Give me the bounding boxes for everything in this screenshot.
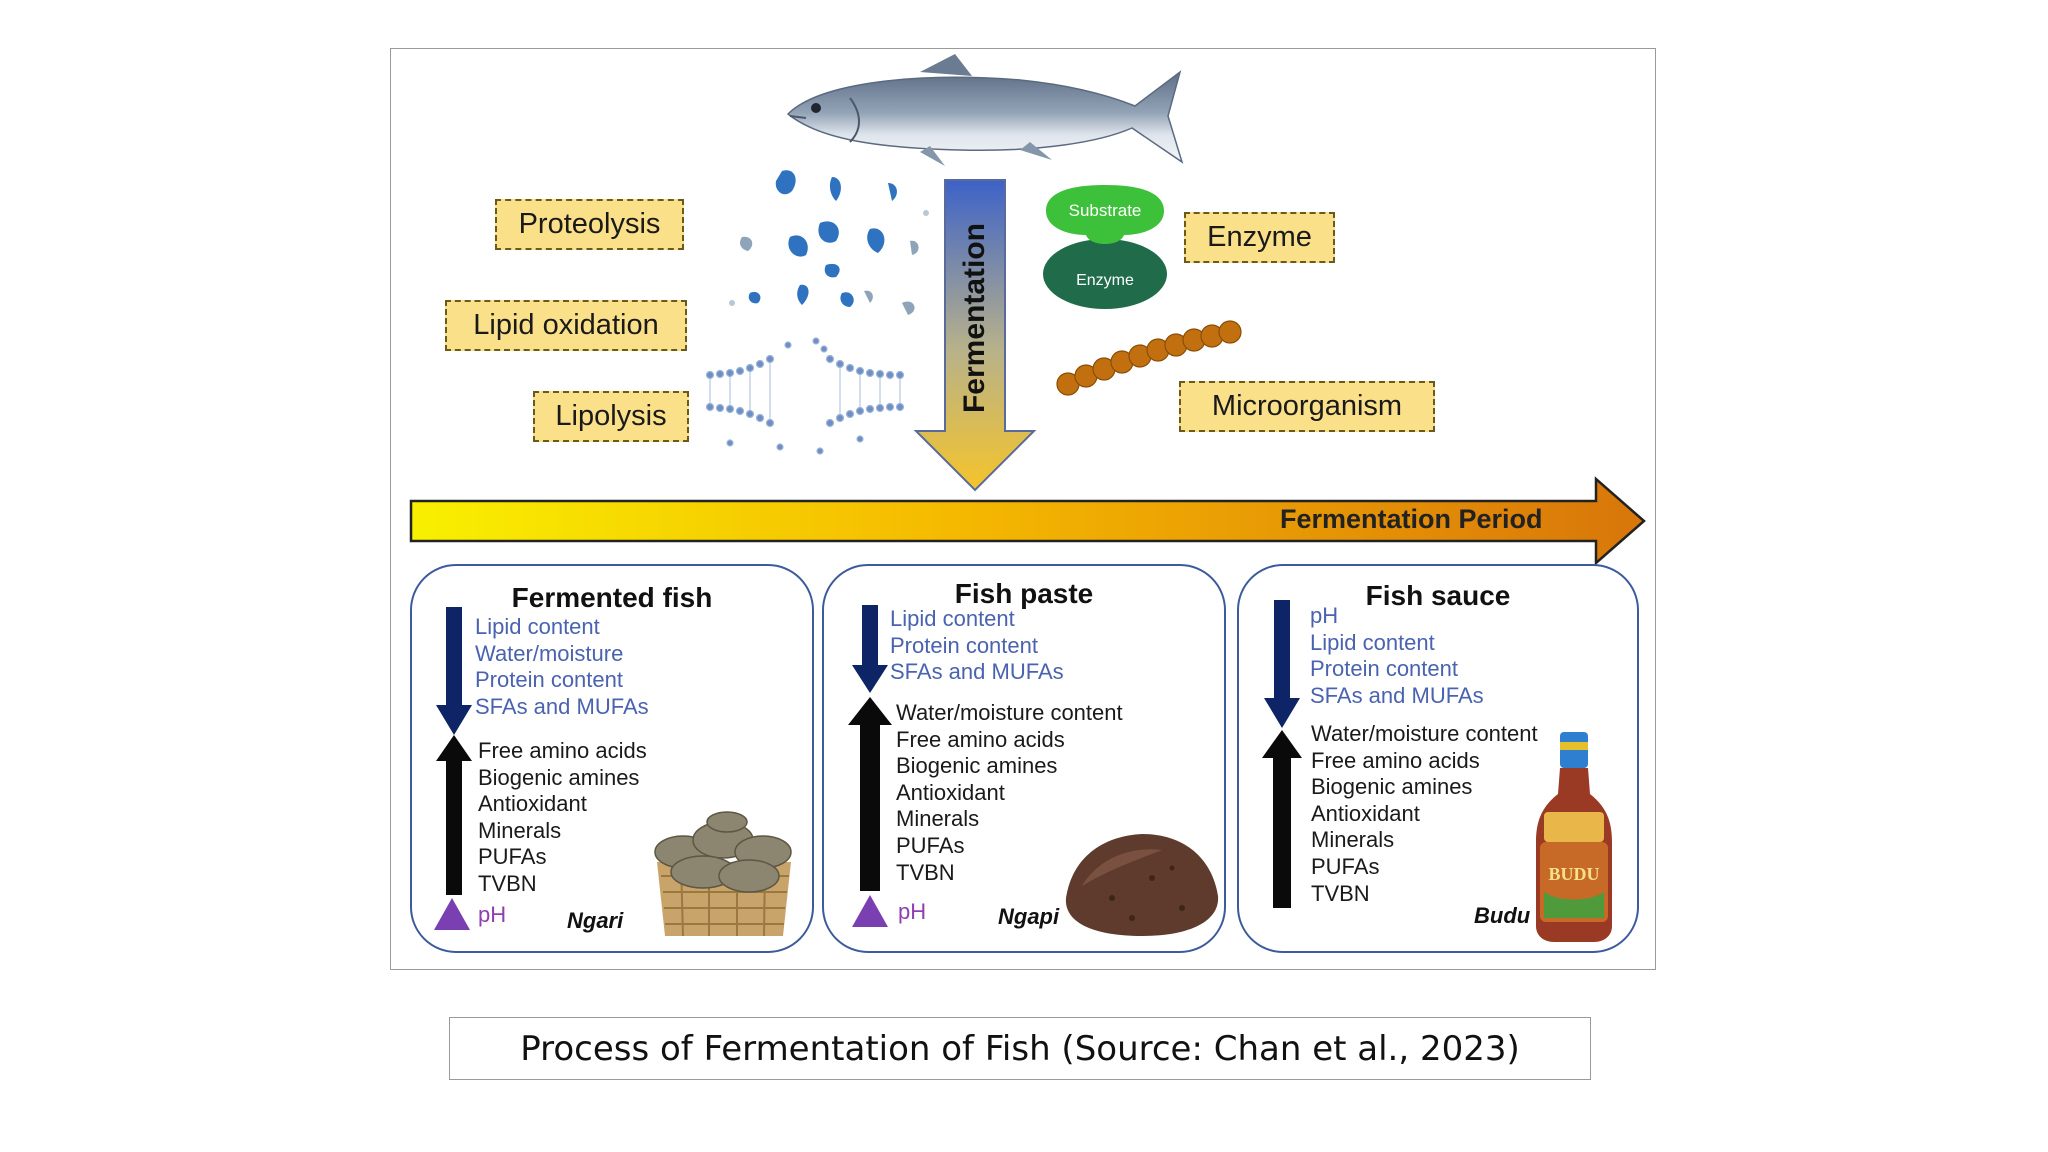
label-lipolysis: Lipolysis xyxy=(533,391,689,442)
protein-fragments-icon xyxy=(729,170,929,315)
fermentation-period-label: Fermentation Period xyxy=(1280,504,1543,534)
sauce-bottle-icon: BUDU xyxy=(1536,732,1612,942)
product-example-name: Budu xyxy=(1474,903,1531,928)
increase-list: Free amino acids Biogenic amines Antioxi… xyxy=(478,738,647,898)
label-lipid-oxidation: Lipid oxidation xyxy=(445,300,687,351)
fermentation-label: Fermentation xyxy=(958,222,991,414)
microorganism-chain-icon xyxy=(1056,320,1242,396)
increase-item: Antioxidant xyxy=(478,791,587,817)
decrease-list: Lipid content Protein content SFAs and M… xyxy=(890,606,1064,686)
increase-item: Antioxidant xyxy=(1311,800,1420,826)
increase-item: Biogenic amines xyxy=(478,764,640,790)
increase-item: Water/moisture content xyxy=(1311,721,1538,746)
decrease-item: Protein content xyxy=(890,632,1038,658)
label-proteolysis: Proteolysis xyxy=(495,199,684,250)
dried-fish-basket-icon xyxy=(654,811,792,937)
label-enzyme: Enzyme xyxy=(1184,212,1335,263)
increase-item: Free amino acids xyxy=(478,738,647,763)
increase-list: Water/moisture content Free amino acids … xyxy=(896,700,1123,886)
label-microorganism: Microorganism xyxy=(1179,381,1435,432)
enzyme-icon-label: Enzyme xyxy=(1076,272,1134,289)
decrease-arrow xyxy=(436,607,472,735)
increase-item: Biogenic amines xyxy=(1311,774,1473,800)
decrease-item: Lipid content xyxy=(1310,629,1435,655)
decrease-arrow xyxy=(1264,600,1300,728)
ph-label: pH xyxy=(478,902,507,927)
increase-list: Water/moisture content Free amino acids … xyxy=(1311,721,1538,907)
decrease-item: Protein content xyxy=(1310,656,1458,682)
increase-item: TVBN xyxy=(1311,880,1370,906)
increase-item: Free amino acids xyxy=(896,726,1065,752)
decrease-item: SFAs and MUFAs xyxy=(475,693,649,719)
lipid-bilayer-icon xyxy=(705,337,905,455)
increase-item: PUFAs xyxy=(896,832,965,858)
decrease-item: Lipid content xyxy=(890,606,1015,631)
increase-arrow xyxy=(1262,730,1302,908)
product-title: Fermented fish xyxy=(511,582,713,613)
decrease-arrow xyxy=(852,605,888,693)
increase-item: Water/moisture content xyxy=(896,700,1123,725)
decrease-list: pH Lipid content Protein content SFAs an… xyxy=(1310,603,1484,709)
increase-arrow xyxy=(848,697,892,891)
decrease-list: Lipid content Water/moisture Protein con… xyxy=(475,614,649,720)
decrease-item: pH xyxy=(1310,603,1339,628)
fermentation-arrow xyxy=(913,179,1037,492)
increase-item: PUFAs xyxy=(478,844,547,870)
substrate-icon-label: Substrate xyxy=(1069,201,1142,220)
decrease-item: SFAs and MUFAs xyxy=(890,659,1064,685)
product-example-name: Ngari xyxy=(567,908,624,933)
increase-item: PUFAs xyxy=(1311,853,1380,879)
increase-item: TVBN xyxy=(896,859,955,885)
product-title: Fish sauce xyxy=(1365,580,1511,611)
increase-item: Minerals xyxy=(478,817,562,843)
increase-item: Free amino acids xyxy=(1311,747,1480,773)
ph-increase-triangle-icon xyxy=(852,895,888,927)
increase-item: TVBN xyxy=(478,870,537,896)
decrease-item: Water/moisture xyxy=(475,640,624,666)
substrate-enzyme-icon: Substrate Enzyme xyxy=(1043,185,1167,309)
figure-caption: Process of Fermentation of Fish (Source:… xyxy=(449,1017,1591,1080)
bottle-label-text: BUDU xyxy=(1548,864,1599,884)
ph-increase-triangle-icon xyxy=(434,898,470,930)
increase-item: Minerals xyxy=(1311,827,1395,853)
decrease-item: SFAs and MUFAs xyxy=(1310,682,1484,708)
fermentation-period-arrow xyxy=(409,476,1646,566)
product-title: Fish paste xyxy=(954,578,1094,609)
increase-item: Minerals xyxy=(896,806,980,832)
increase-arrow xyxy=(436,735,472,895)
decrease-item: Lipid content xyxy=(475,614,600,639)
fish-icon xyxy=(786,54,1184,166)
decrease-item: Protein content xyxy=(475,667,623,693)
product-example-name: Ngapi xyxy=(998,904,1060,929)
increase-item: Antioxidant xyxy=(896,779,1005,805)
fish-paste-mound-icon xyxy=(1065,834,1219,936)
increase-item: Biogenic amines xyxy=(896,753,1058,779)
ph-label: pH xyxy=(898,899,927,924)
